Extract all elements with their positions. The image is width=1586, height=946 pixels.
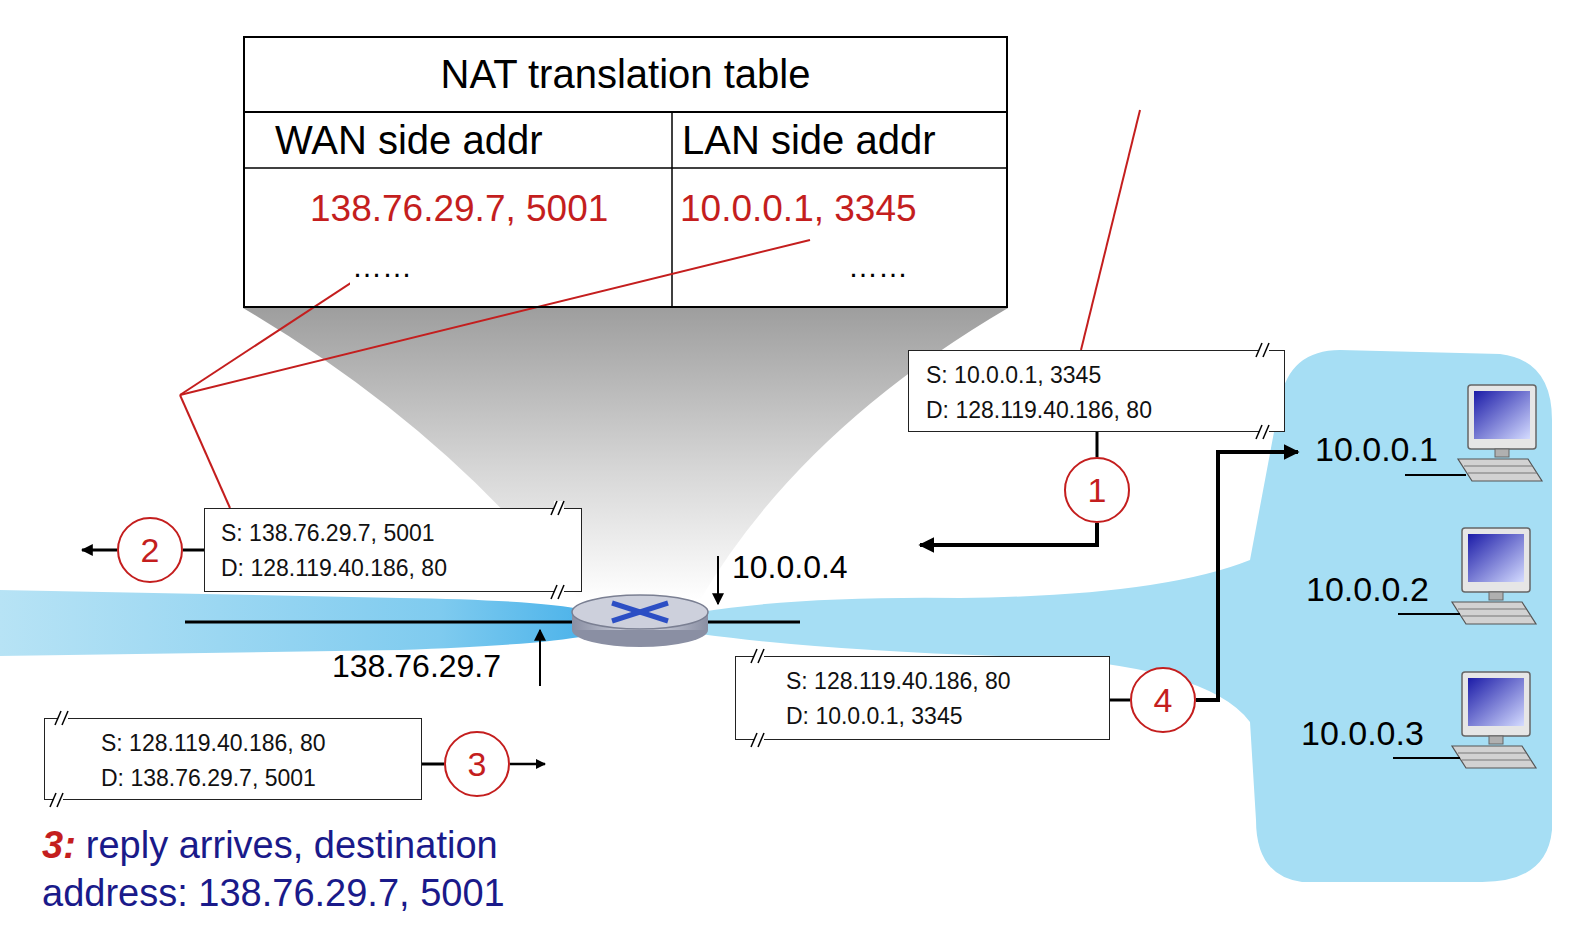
table-divider <box>671 112 673 308</box>
packet-field: D: 128.119.40.186, 80 <box>926 393 1152 428</box>
step-circle: 2 <box>117 517 183 583</box>
flow-arrow <box>82 549 117 552</box>
callout-number: 3 <box>468 747 487 781</box>
packet-field: D: 128.119.40.186, 80 <box>221 551 447 586</box>
packet-field: D: 138.76.29.7, 5001 <box>101 761 316 796</box>
host-leader <box>1393 757 1460 759</box>
interface-address: 10.0.0.4 <box>732 549 848 586</box>
flow-arrow <box>510 763 545 766</box>
flow-arrow <box>920 523 1097 545</box>
table-ground <box>243 36 1008 308</box>
step-circle: 4 <box>1130 667 1196 733</box>
router-symbol <box>572 595 708 647</box>
packet-break <box>50 343 1269 807</box>
callout-number: 4 <box>1154 683 1173 717</box>
packet-field: D: 10.0.0.1, 3345 <box>786 699 962 734</box>
connector <box>1096 432 1099 457</box>
packet-field: S: 10.0.0.1, 3345 <box>926 358 1101 393</box>
interface-arrow <box>717 556 719 604</box>
packet-box: S: 10.0.0.1, 3345D: 128.119.40.186, 80 <box>908 350 1285 432</box>
packet-line: S: 138.76.29.7, 5001 <box>221 516 569 551</box>
packet-line: D: 138.76.29.7, 5001 <box>101 761 409 796</box>
table-title: NAT translation table <box>245 50 1006 98</box>
table-rule <box>245 167 1006 169</box>
packet-line: D: 128.119.40.186, 80 <box>926 393 1272 428</box>
note-text: reply arrives, destination address: 138.… <box>42 824 505 914</box>
interface-address: 138.76.29.7 <box>332 648 501 685</box>
table-header: WAN side addr <box>275 117 543 163</box>
packet-field: S: 138.76.29.7, 5001 <box>221 516 435 551</box>
packet-line: S: 10.0.0.1, 3345 <box>926 358 1272 393</box>
step-circle: 3 <box>444 731 510 797</box>
table-cell: …… <box>350 250 414 285</box>
leader-line <box>180 240 810 395</box>
table-rule <box>243 111 1008 113</box>
step-marker: 3: <box>42 824 76 866</box>
step-circle: 1 <box>1064 457 1130 523</box>
callout-number: 1 <box>1088 473 1107 507</box>
leader-line <box>180 395 230 508</box>
packet-box: S: 128.119.40.186, 80D: 138.76.29.7, 500… <box>44 718 422 800</box>
packet-field: S: 128.119.40.186, 80 <box>101 726 326 761</box>
leader-line <box>1081 110 1140 350</box>
packet-field: S: 128.119.40.186, 80 <box>786 664 1011 699</box>
host-leader <box>1398 613 1460 615</box>
host-address: 10.0.0.1 <box>1315 430 1438 469</box>
host-computer <box>1458 385 1542 481</box>
table-cell: …… <box>848 250 908 285</box>
packet-line: D: 128.119.40.186, 80 <box>221 551 569 586</box>
table-cell: 10.0.0.1, 3345 <box>680 188 917 231</box>
host-leader <box>1405 474 1466 476</box>
table-header: LAN side addr <box>682 117 935 163</box>
flow-arrow <box>1196 452 1298 700</box>
callout-number: 2 <box>141 533 160 567</box>
host-computer <box>1452 528 1536 624</box>
interface-arrow <box>539 630 541 686</box>
table-cell: 138.76.29.7, 5001 <box>310 188 608 231</box>
connector <box>1110 699 1130 702</box>
packet-box: S: 138.76.29.7, 5001D: 128.119.40.186, 8… <box>204 508 582 592</box>
caption-note: 3:reply arrives, destination address: 13… <box>42 822 612 917</box>
packet-line: S: 128.119.40.186, 80 <box>786 664 1097 699</box>
packet-line: D: 10.0.0.1, 3345 <box>786 699 1097 734</box>
host-address: 10.0.0.3 <box>1301 714 1424 753</box>
connector <box>422 763 444 766</box>
packet-box: S: 128.119.40.186, 80D: 10.0.0.1, 3345 <box>735 656 1110 740</box>
host-computer <box>1452 672 1536 768</box>
connector <box>183 549 204 552</box>
host-address: 10.0.0.2 <box>1306 570 1429 609</box>
packet-line: S: 128.119.40.186, 80 <box>101 726 409 761</box>
